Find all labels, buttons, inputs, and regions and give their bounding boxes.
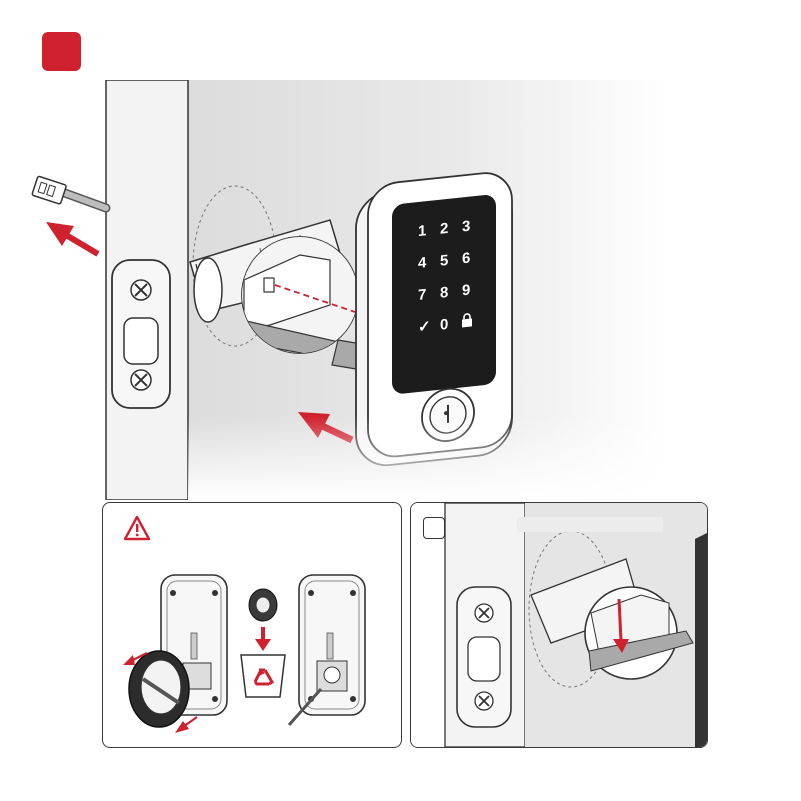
- warning-panel: [102, 502, 402, 748]
- red-arrow-icon: [255, 627, 271, 651]
- lock-back-plate: [289, 575, 365, 725]
- sub-step-label: [517, 517, 663, 532]
- step-number-badge: [42, 32, 81, 71]
- detail-panel: [410, 502, 708, 748]
- door-edge: [695, 533, 707, 747]
- red-arrow-icon: [175, 717, 197, 733]
- recycle-bin: [241, 655, 285, 697]
- red-arrow-icon: [46, 222, 98, 254]
- strike-plate: [112, 260, 170, 408]
- warning-triangle-icon: [125, 517, 149, 539]
- cable-connector-icon: [32, 176, 106, 208]
- small-gasket: [249, 589, 277, 621]
- strike-plate: [457, 587, 511, 727]
- main-illustration: 1 2 3 4 5 6 7 8 9 ✓ 0: [0, 80, 801, 500]
- sub-step-badge: [423, 517, 445, 539]
- gasket-ring: [129, 651, 189, 727]
